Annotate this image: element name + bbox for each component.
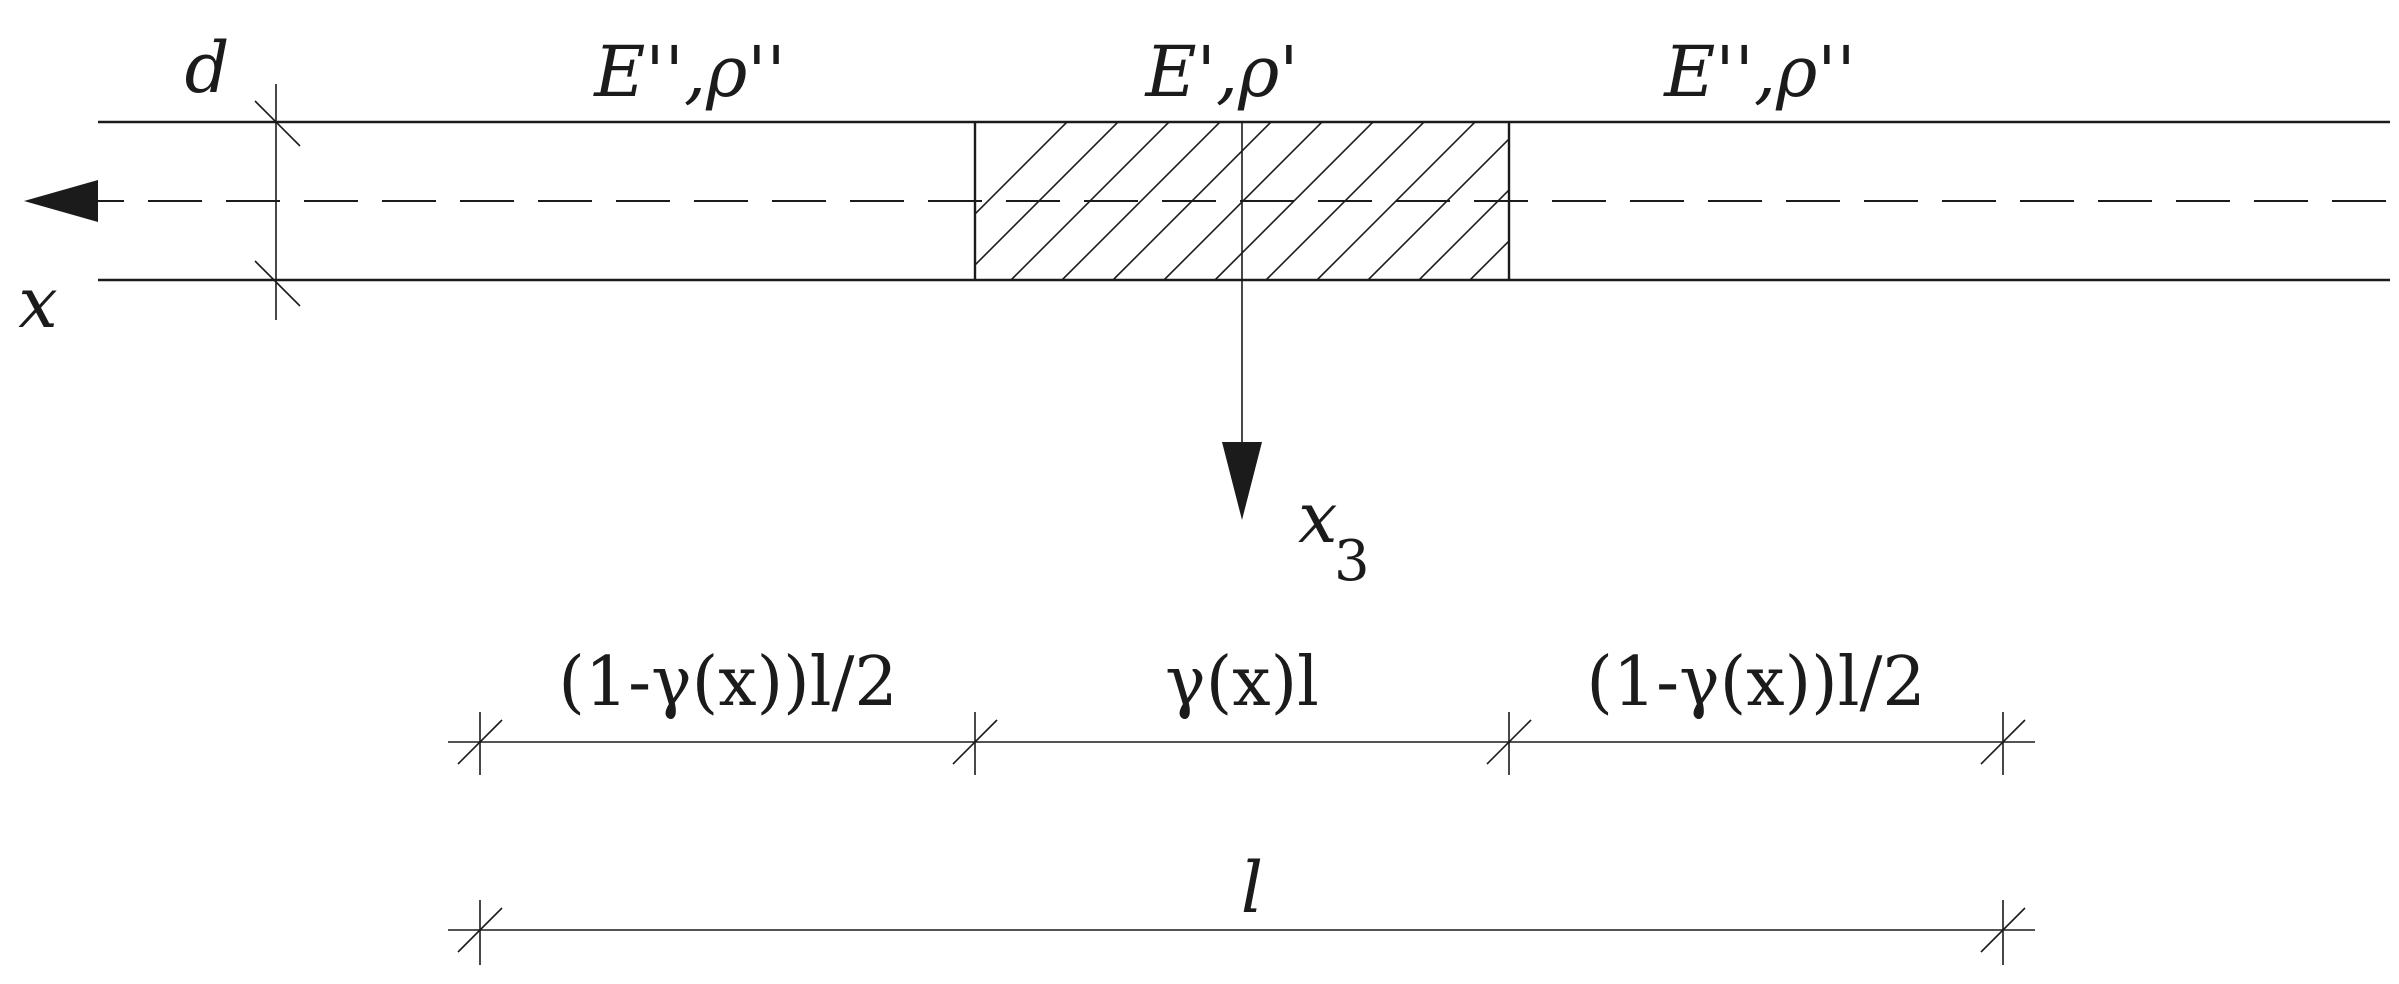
total-tick-right	[1980, 907, 2026, 953]
thickness-tick-bottom	[254, 260, 301, 307]
beam	[70, 120, 2390, 282]
x-axis-arrowhead	[24, 180, 98, 222]
left-material-label: E'',ρ''	[592, 31, 785, 113]
middle-insert	[973, 122, 1511, 280]
right-material-label: E'',ρ''	[1662, 31, 1855, 113]
dim-middle-label: γ(x)l	[1165, 643, 1319, 722]
x3-axis: x 3	[1222, 122, 1370, 594]
dim-right-label: (1-γ(x))l/2	[1586, 643, 1925, 722]
x3-axis-subscript: 3	[1334, 529, 1370, 594]
total-dimension: l	[448, 847, 2035, 965]
dim-left-label: (1-γ(x))l/2	[558, 643, 897, 722]
segment-tick-1	[457, 719, 503, 765]
x3-axis-arrowhead	[1222, 442, 1262, 520]
total-tick-left	[457, 907, 503, 953]
middle-material-label: E',ρ'	[1144, 31, 1299, 113]
x3-axis-label: x	[1298, 477, 1337, 559]
thickness-dimension: d	[185, 27, 301, 320]
thickness-label: d	[185, 27, 230, 109]
thickness-tick-top	[254, 100, 301, 147]
total-length-label: l	[1241, 847, 1263, 929]
segment-tick-4	[1980, 719, 2026, 765]
segment-tick-3	[1486, 719, 1532, 765]
x-axis-label: x	[18, 262, 57, 344]
segment-dimension: (1-γ(x))l/2 γ(x)l (1-γ(x))l/2	[448, 643, 2035, 775]
insert-hatching	[975, 122, 1509, 280]
x-axis: x	[18, 180, 98, 344]
segment-tick-2	[952, 719, 998, 765]
